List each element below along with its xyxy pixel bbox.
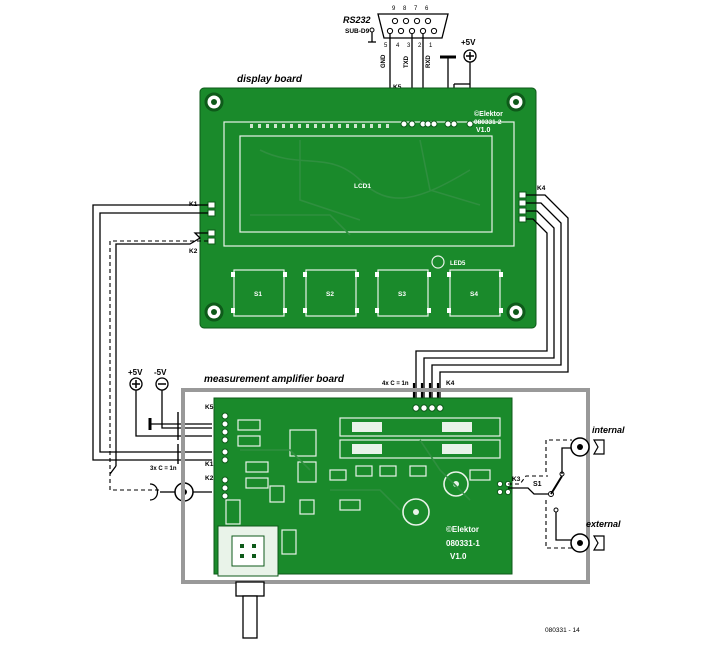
measurement-board-title: measurement amplifier board — [204, 374, 345, 385]
display-version: V1.0 — [476, 127, 491, 134]
figure-id: 080331 - 14 — [545, 627, 580, 634]
button-s3-label: S3 — [398, 291, 406, 298]
button-s2-outline — [305, 269, 357, 317]
k4-wires — [415, 194, 569, 400]
button-s4-outline — [449, 269, 501, 317]
trimmer-1 — [402, 498, 430, 526]
txd-signal-label: TXD — [404, 55, 410, 68]
measure-k5-label: K5 — [205, 404, 214, 411]
display-k2-label: K2 — [189, 248, 198, 255]
display-pcb — [199, 87, 537, 329]
trimmer-2 — [443, 471, 469, 497]
cap-left-label: 3x C = 1n — [150, 466, 177, 472]
plus5v-top-label: +5V — [461, 38, 476, 47]
input-selector: K3 S1 internal external — [508, 425, 625, 553]
lcd1-label: LCD1 — [354, 183, 371, 190]
measurement-board: ©Elektor 080331-1 V1.0 — [213, 397, 513, 577]
minus5v-label: -5V — [154, 368, 167, 377]
pin-5: 5 — [384, 43, 388, 49]
pin-9: 9 — [392, 6, 396, 12]
measure-logo: ©Elektor — [446, 525, 479, 534]
button-s2-label: S2 — [326, 291, 334, 298]
button-s1-outline — [233, 269, 285, 317]
led5-indicator: LED5 — [431, 255, 466, 269]
external-label: external — [586, 519, 621, 529]
switch-s1-label: S1 — [533, 481, 542, 488]
subd9-label: SUB-D9 — [345, 28, 370, 35]
button-s1-label: S1 — [254, 291, 262, 298]
k1-wires — [92, 204, 212, 461]
gnd-signal-label: GND — [381, 54, 387, 68]
pin-4: 4 — [396, 43, 400, 49]
display-logo: ©Elektor — [474, 110, 503, 118]
measure-code: 080331-1 — [446, 539, 480, 548]
cap-top-label: 4x C = 1n — [382, 381, 409, 387]
measurement-supply: +5V -5V 3x C = 1n K5 K1 K2 — [128, 368, 214, 482]
internal-label: internal — [592, 425, 625, 435]
lcd-outline — [223, 121, 515, 247]
measure-version: V1.0 — [450, 552, 467, 561]
measure-k2-label: K2 — [205, 475, 214, 482]
pin-1: 1 — [429, 43, 433, 49]
db9-shell — [377, 13, 449, 39]
pin-7: 7 — [414, 6, 418, 12]
plus5v-label: +5V — [128, 368, 143, 377]
display-board: LCD1 ©Elektor 080331-2 V1.0 LED5 — [199, 87, 537, 329]
display-k4-label: K4 — [537, 185, 546, 192]
display-code: 080331-2 — [474, 119, 502, 126]
button-s4-label: S4 — [470, 291, 478, 298]
led5-label: LED5 — [450, 261, 466, 267]
potentiometer-shaft — [235, 581, 265, 639]
enclosure-outline — [181, 388, 590, 584]
pin-3: 3 — [407, 43, 411, 49]
pin-8: 8 — [403, 6, 407, 12]
measure-k1-label: K1 — [205, 461, 214, 468]
pin-2: 2 — [418, 43, 422, 49]
rs232-connector: RS232 SUB-D9 9 8 7 6 5 4 3 2 1 GND TXD R… — [343, 6, 449, 95]
pin-6: 6 — [425, 6, 429, 12]
lcd-window — [239, 135, 493, 233]
button-s3-outline — [377, 269, 429, 317]
output-socket — [217, 525, 279, 577]
display-board-title: display board — [237, 74, 303, 85]
rs232-label: RS232 — [343, 15, 371, 25]
measure-k4-label: K4 — [446, 380, 455, 387]
k2-shielded-wire — [109, 232, 208, 491]
rxd-signal-label: RXD — [426, 55, 432, 68]
measure-k3-label: K3 — [512, 476, 521, 483]
